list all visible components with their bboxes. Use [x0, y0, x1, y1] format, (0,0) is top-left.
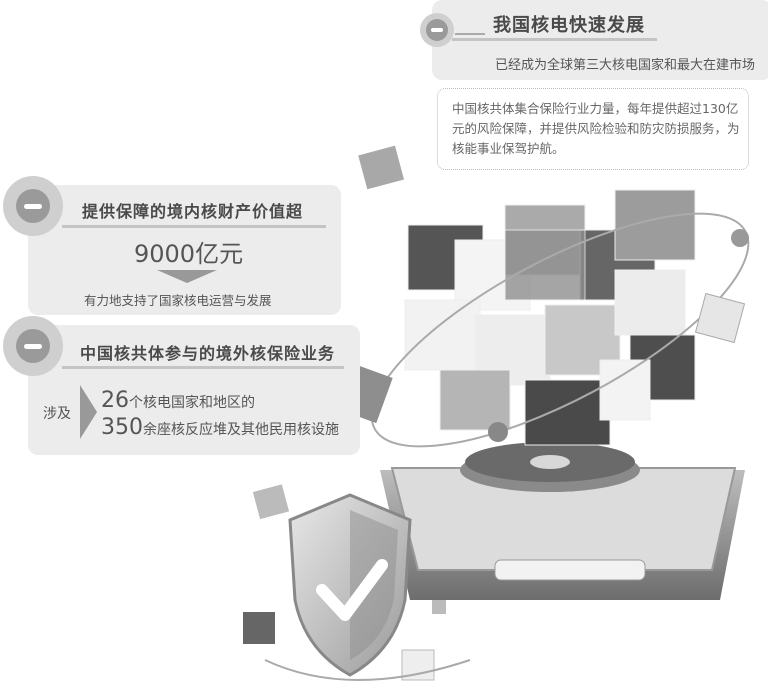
- chat-icon: [3, 316, 63, 376]
- chevron-right-icon: [80, 385, 97, 439]
- top-card-paragraph-box: 中国核共体集合保险行业力量，每年提供超过130亿元的风险保障，并提供风险检验和防…: [437, 88, 749, 170]
- top-card-title: 我国核电快速发展: [493, 15, 645, 36]
- cube-grid: [404, 189, 696, 446]
- domestic-card-title: 提供保障的境内核财产价值超: [82, 202, 304, 221]
- overseas-line-1: 26个核电国家和地区的: [101, 388, 255, 413]
- overseas-line-2: 350余座核反应堆及其他民用核设施: [101, 415, 339, 440]
- domestic-card-note: 有力地支持了国家核电运营与发展: [84, 293, 272, 308]
- top-card-paragraph: 中国核共体集合保险行业力量，每年提供超过130亿元的风险保障，并提供风险检验和防…: [452, 101, 740, 156]
- country-text: 个核电国家和地区的: [129, 395, 255, 411]
- chat-icon: [420, 13, 454, 47]
- platform-base: [380, 442, 745, 600]
- domestic-card-value: 9000亿元: [134, 240, 244, 268]
- country-count: 26: [101, 388, 129, 413]
- top-card-subtitle: 已经成为全球第三大核电国家和最大在建市场: [495, 58, 756, 73]
- domestic-card: [28, 185, 341, 315]
- chat-icon: [3, 176, 63, 236]
- reactor-text: 余座核反应堆及其他民用核设施: [143, 422, 339, 438]
- shield-check-icon: [288, 493, 412, 677]
- overseas-card-lead: 涉及: [43, 406, 71, 422]
- arrow-down-icon: [157, 270, 217, 283]
- overseas-card-title: 中国核共体参与的境外核保险业务: [80, 344, 336, 363]
- reactor-count: 350: [101, 415, 143, 440]
